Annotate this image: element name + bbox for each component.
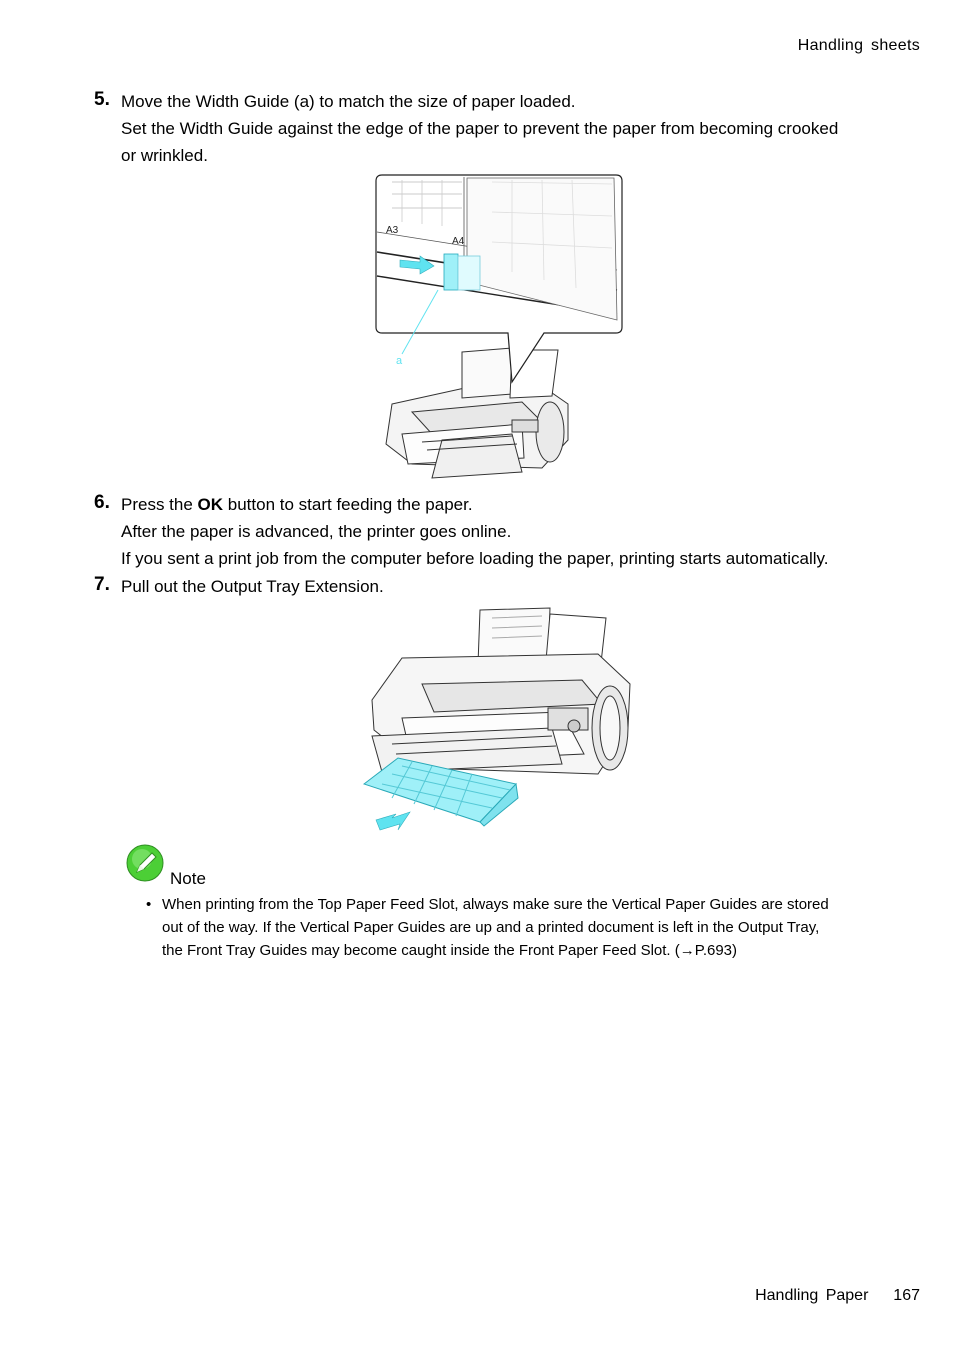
pencil-check-icon (126, 844, 164, 882)
step-number-7: 7. (94, 574, 110, 595)
note-title: Note (170, 869, 206, 888)
step-7-text: Pull out the Output Tray Extension. (121, 573, 384, 600)
note-bullet: • (146, 896, 152, 913)
step-6-text: Press the OK button to start feeding the… (121, 491, 828, 572)
callout-label-a: a (396, 355, 403, 367)
running-header: Handling sheets (797, 37, 920, 54)
note-body: When printing from the Top Paper Feed Sl… (162, 893, 829, 962)
label-a3: A3 (386, 225, 399, 236)
running-footer: Handling Paper 167 (755, 1287, 920, 1305)
step-6-line-2: After the paper is advanced, the printer… (121, 522, 512, 541)
page-number: 167 (893, 1287, 920, 1304)
printer-illustration (385, 347, 569, 479)
step-5-line-3: or wrinkled. (121, 146, 208, 165)
note-line-2: out of the way. If the Vertical Paper Gu… (162, 919, 820, 936)
tray-extension (362, 757, 519, 827)
printer-illustration-2 (371, 607, 631, 775)
width-guide-figure: A3 A4 a (375, 174, 623, 479)
step-5-line-1: Move the Width Guide (a) to match the si… (121, 92, 576, 111)
step-7-line-1: Pull out the Output Tray Extension. (121, 577, 384, 596)
callout-leader-line (401, 289, 439, 355)
note-line-1: When printing from the Top Paper Feed Sl… (162, 896, 829, 913)
step-6-line-1: Press the OK button to start feeding the… (121, 491, 828, 518)
label-a4: A4 (452, 236, 465, 247)
zoom-detail (376, 177, 618, 321)
arrow-pull-icon (375, 811, 411, 831)
step-6-line-1-pre: Press the (121, 495, 198, 514)
step-6-line-3: If you sent a print job from the compute… (121, 549, 829, 568)
footer-section: Handling Paper (755, 1287, 869, 1304)
step-6-line-1-post: button to start feeding the paper. (223, 495, 473, 514)
arrow-right-icon (399, 255, 435, 275)
step-number-6: 6. (94, 492, 110, 513)
step-number-5: 5. (94, 89, 110, 110)
ok-button-label: OK (197, 495, 224, 514)
note-line-3: the Front Tray Guides may become caught … (162, 942, 738, 959)
output-tray-figure (362, 607, 631, 831)
step-5-line-2: Set the Width Guide against the edge of … (121, 119, 839, 138)
step-5-text: Move the Width Guide (a) to match the si… (121, 88, 838, 169)
